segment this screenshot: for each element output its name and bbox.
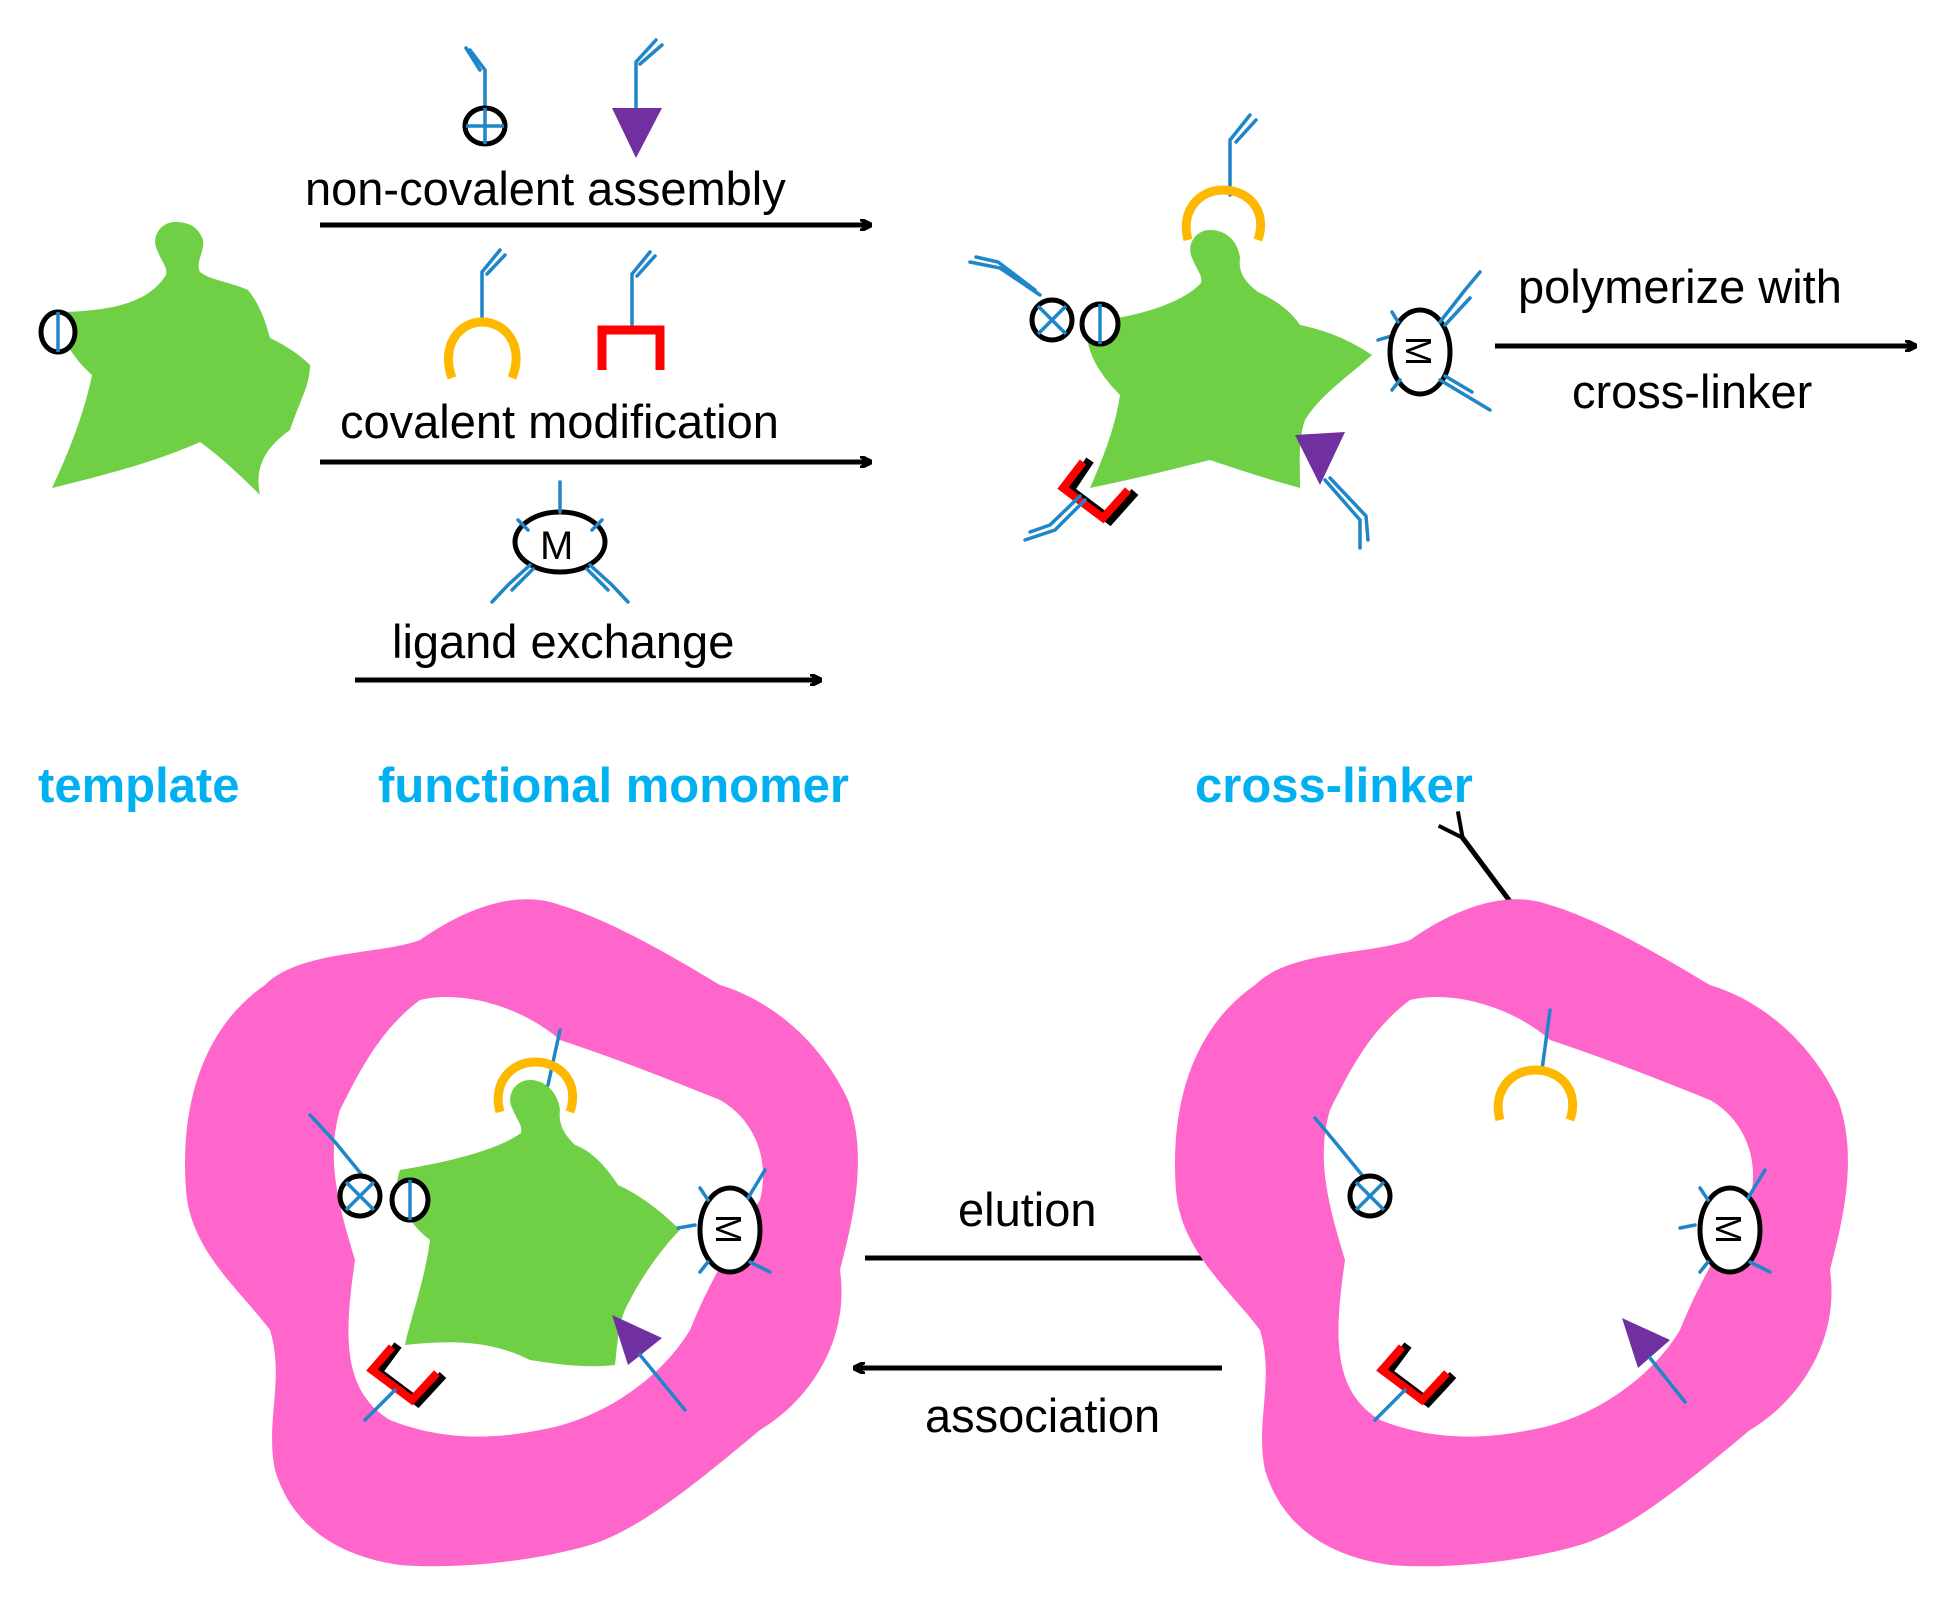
template-shape (52, 222, 310, 495)
metal-symbol: M (708, 1214, 749, 1244)
triangle-icon (1295, 432, 1370, 550)
bracket-icon (363, 1342, 447, 1422)
half-ring-icon (443, 248, 521, 380)
metal-complex-icon: M (1678, 1168, 1772, 1275)
complex-template (1087, 230, 1372, 488)
plus-circle-icon (462, 46, 508, 147)
association-label: association (925, 1389, 1160, 1442)
cross-linker-label: cross-linker (1195, 759, 1473, 813)
metal-complex-icon: M (490, 480, 630, 604)
half-ring-icon (1493, 1008, 1578, 1122)
elution-label: elution (958, 1183, 1097, 1236)
metal-symbol: M (1708, 1214, 1749, 1244)
bracket-icon (1373, 1342, 1457, 1422)
template-label: template (38, 759, 240, 813)
triangle-icon (612, 38, 664, 158)
polymer-shell-left (184, 899, 858, 1567)
polymer-shell-right (1174, 899, 1848, 1567)
non-covalent-label: non-covalent assembly (305, 162, 786, 215)
half-ring-icon (1181, 113, 1266, 242)
half-ring-icon (493, 1028, 578, 1114)
metal-symbol: M (1398, 336, 1439, 366)
polymerize-label-1: polymerize with (1518, 260, 1842, 313)
imprinted-template (397, 1080, 680, 1367)
covalent-label: covalent modification (340, 395, 779, 448)
cross-circle-icon (1313, 1116, 1393, 1219)
polymerize-label-2: cross-linker (1572, 365, 1812, 418)
bracket-icon (1023, 457, 1139, 542)
theta-circle-icon (1079, 301, 1121, 347)
theta-circle-icon (389, 1177, 431, 1223)
metal-complex-icon: M (1376, 270, 1492, 412)
triangle-icon (1622, 1318, 1687, 1404)
ligand-exchange-label: ligand exchange (392, 615, 734, 668)
functional-monomer-label: functional monomer (378, 759, 849, 813)
metal-complex-icon: M (676, 1168, 772, 1275)
theta-circle-icon (38, 309, 78, 355)
metal-symbol: M (540, 524, 573, 568)
triangle-icon (612, 1315, 687, 1412)
bracket-icon (597, 250, 665, 370)
cross-circle-icon (308, 1113, 383, 1219)
cross-circle-icon (968, 255, 1075, 343)
